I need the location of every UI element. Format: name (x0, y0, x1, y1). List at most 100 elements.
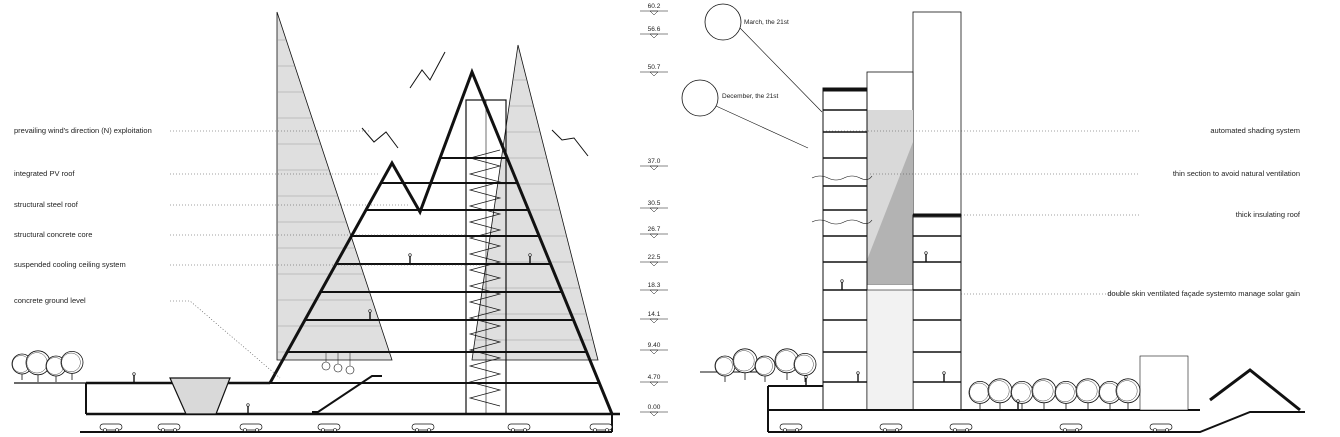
car-body (99, 423, 123, 431)
level-label: 22.5 (648, 254, 661, 261)
car-wheel (427, 428, 431, 432)
pv-sail-left (276, 11, 393, 361)
tree-crown (60, 350, 84, 374)
annotation-labels: prevailing wind's direction (N) exploita… (14, 19, 1301, 379)
level-scale: 60.256.650.737.030.526.722.518.314.19.40… (640, 3, 668, 417)
car-wheel (1063, 428, 1067, 432)
car-wheel (965, 428, 969, 432)
stair-zigzag (468, 149, 502, 407)
level-label: 9.40 (648, 342, 661, 349)
pv-sail-right (471, 44, 599, 361)
level-label: 4.70 (648, 374, 661, 381)
level-label: 26.7 (648, 226, 661, 233)
level-label: 37.0 (648, 158, 661, 165)
label-thin: thin section to avoid natural ventilatio… (1173, 169, 1300, 178)
bunker-roof (1209, 368, 1301, 412)
level-marker (649, 411, 659, 417)
sun-label-march: March, the 21st (744, 19, 789, 26)
car-body (317, 423, 341, 431)
car-wheel (953, 428, 957, 432)
car-wheel (605, 428, 609, 432)
level-marker (649, 261, 659, 267)
person-head (408, 253, 412, 257)
car-wheel (511, 428, 515, 432)
level-label: 14.1 (648, 311, 661, 318)
ventilation-wave (811, 219, 873, 225)
ventilation-wave (811, 175, 873, 181)
car-wheel (1075, 428, 1079, 432)
left-building-section (11, 11, 620, 433)
car-body (879, 423, 903, 431)
label-skin: double skin ventilated façade systemto m… (1107, 289, 1300, 298)
person-head (246, 403, 250, 407)
level-marker (649, 165, 659, 171)
person-head (368, 309, 372, 313)
car-wheel (415, 428, 419, 432)
lamp (333, 363, 343, 373)
car-wheel (321, 428, 325, 432)
label-wind: prevailing wind's direction (N) exploita… (14, 126, 152, 135)
label-cooling: suspended cooling ceiling system (14, 260, 126, 269)
wind-arrow (409, 51, 446, 89)
car-wheel (895, 428, 899, 432)
car-body (1149, 423, 1173, 431)
level-label: 0.00 (648, 404, 661, 411)
wind-arrow (361, 127, 399, 149)
car-wheel (173, 428, 177, 432)
tree-crown (1031, 378, 1057, 404)
light-well (169, 377, 231, 415)
level-marker (649, 349, 659, 355)
tree-crown (1075, 378, 1101, 404)
atrium (866, 289, 914, 411)
tree-crown (754, 355, 776, 377)
person-head (804, 375, 808, 379)
person-head (840, 279, 844, 283)
car-wheel (795, 428, 799, 432)
car-body (411, 423, 435, 431)
level-marker (649, 289, 659, 295)
person-head (132, 372, 136, 376)
person-head (1016, 399, 1020, 403)
tree-crown-detail (715, 357, 733, 375)
car-body (589, 423, 613, 431)
person-head (856, 371, 860, 375)
sun-march (704, 3, 742, 41)
car-wheel (243, 428, 247, 432)
car-wheel (883, 428, 887, 432)
label-insulating: thick insulating roof (1236, 210, 1301, 219)
main-roof-outline (268, 67, 614, 415)
label-pv: integrated PV roof (14, 169, 75, 178)
office-block (822, 87, 868, 411)
tree-crown (732, 348, 758, 374)
label-steel: structural steel roof (14, 200, 79, 209)
level-label: 50.7 (648, 64, 661, 71)
tree-crown-detail (61, 352, 81, 372)
tree-crown (714, 355, 736, 377)
car-body (779, 423, 803, 431)
level-marker (649, 71, 659, 77)
car-body (507, 423, 531, 431)
person-head (924, 251, 928, 255)
label-ground: concrete ground level (14, 296, 86, 305)
tree-crown-detail (1116, 380, 1138, 402)
tree-crown (1054, 380, 1078, 404)
car-body (1059, 423, 1083, 431)
leader-line (170, 300, 281, 379)
right-building-section (681, 3, 1305, 433)
tree-crown-detail (1076, 380, 1098, 402)
car-wheel (161, 428, 165, 432)
tree-crown-detail (1055, 382, 1075, 402)
label-shading: automated shading system (1210, 126, 1300, 135)
car-wheel (255, 428, 259, 432)
level-marker (649, 381, 659, 387)
tree-crown (987, 378, 1013, 404)
car-body (239, 423, 263, 431)
tree-crown (1115, 378, 1141, 404)
car-wheel (1165, 428, 1169, 432)
car-wheel (783, 428, 787, 432)
level-label: 56.6 (648, 26, 661, 33)
car-wheel (523, 428, 527, 432)
sun-ray (739, 27, 823, 113)
wind-arrow (551, 129, 589, 157)
